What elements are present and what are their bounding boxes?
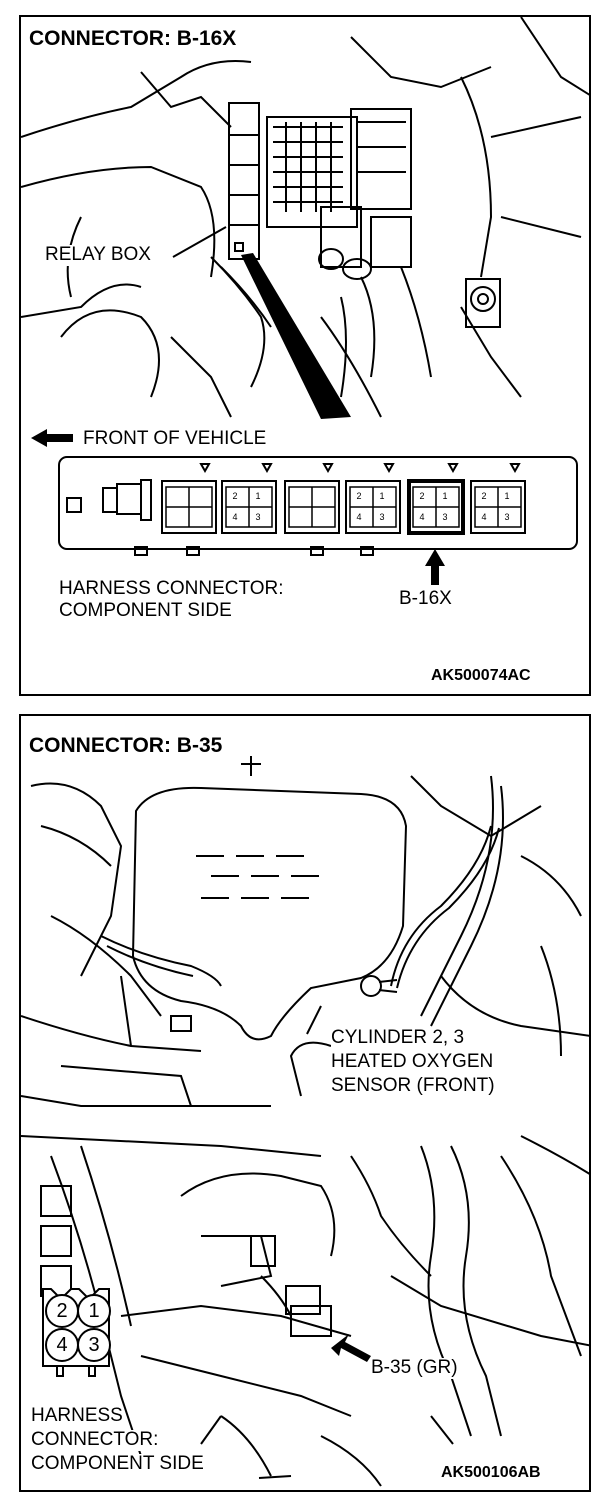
- connector-id-label: B-35 (GR): [371, 1357, 458, 1379]
- figure-code: AK500106AB: [441, 1464, 541, 1482]
- pin-4: 4: [45, 1328, 79, 1362]
- connector-b16x-panel: CONNECTOR: B-16X RELAY BOX FRONT OF VEHI…: [19, 15, 591, 696]
- relay-box-label: RELAY BOX: [45, 244, 151, 266]
- sensor-label-line1: CYLINDER 2, 3: [331, 1027, 465, 1049]
- connector-id-label: B-16X: [399, 588, 452, 610]
- connector-label: CONNECTOR:: [31, 1429, 159, 1451]
- pin-2: 2: [45, 1294, 79, 1328]
- engine-bay-relay-box-illustration: [21, 17, 589, 585]
- component-side-label: COMPONENT SIDE: [31, 1453, 204, 1475]
- sensor-label-line3: SENSOR (FRONT): [331, 1075, 495, 1097]
- connector-b35-panel: CONNECTOR: B-35 CYLINDER 2, 3 HEATED OXY…: [19, 714, 591, 1492]
- figure-code: AK500074AC: [431, 667, 531, 685]
- pin-3: 3: [77, 1328, 111, 1362]
- engine-oxygen-sensor-illustration: [21, 756, 589, 1487]
- panel-title: CONNECTOR: B-35: [29, 734, 223, 758]
- sensor-label-line2: HEATED OXYGEN: [331, 1051, 494, 1073]
- front-of-vehicle-label: FRONT OF VEHICLE: [83, 428, 267, 450]
- component-side-label: COMPONENT SIDE: [59, 600, 232, 622]
- harness-label: HARNESS: [31, 1405, 123, 1427]
- pin-1: 1: [77, 1294, 111, 1328]
- panel-title: CONNECTOR: B-16X: [29, 27, 237, 51]
- harness-connector-label: HARNESS CONNECTOR:: [59, 578, 284, 600]
